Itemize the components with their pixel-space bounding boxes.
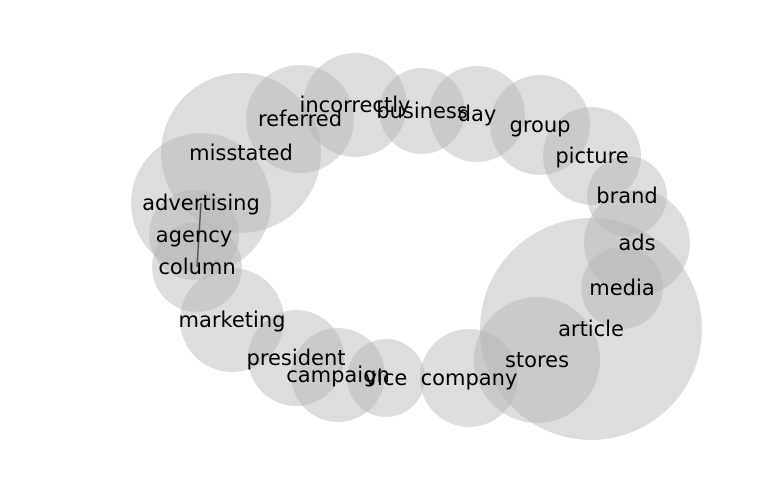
word-label-business: business: [376, 99, 468, 123]
bubble-ads: [584, 190, 690, 296]
bubble-referred: [246, 65, 354, 173]
word-label-agency: agency: [156, 223, 232, 247]
bubble-brand: [587, 156, 667, 236]
word-label-president: president: [247, 346, 346, 370]
word-label-media: media: [589, 276, 654, 300]
word-label-group: group: [510, 113, 571, 137]
bubbles-layer: [131, 53, 702, 440]
word-label-marketing: marketing: [179, 308, 286, 332]
edge-advertising-column: [196, 202, 202, 268]
word-label-picture: picture: [555, 144, 628, 168]
edges-layer: [196, 202, 202, 268]
bubble-article: [480, 218, 702, 440]
bubble-stores: [474, 297, 600, 423]
bubble-agency: [149, 190, 239, 280]
word-label-company: company: [421, 366, 518, 390]
bubble-campaign: [291, 328, 385, 422]
bubble-day: [429, 66, 525, 162]
word-label-column: column: [158, 255, 235, 279]
bubble-incorrectly: [303, 53, 407, 157]
word-label-brand: brand: [596, 184, 657, 208]
word-label-day: day: [458, 102, 497, 126]
bubble-business: [379, 68, 465, 154]
word-label-campaign: campaign: [286, 363, 390, 387]
word-label-vice: vice: [365, 366, 408, 390]
word-label-ads: ads: [618, 231, 655, 255]
bubble-misstated: [161, 73, 321, 233]
word-label-advertising: advertising: [142, 191, 260, 215]
bubble-company: [420, 329, 518, 427]
bubble-marketing: [180, 268, 284, 372]
word-label-referred: referred: [258, 107, 342, 131]
bubble-media: [581, 247, 663, 329]
word-label-stores: stores: [505, 348, 569, 372]
bubble-group: [490, 75, 590, 175]
word-label-misstated: misstated: [189, 141, 293, 165]
word-label-article: article: [558, 317, 624, 341]
bubble-picture: [543, 107, 641, 205]
word-label-incorrectly: incorrectly: [300, 93, 411, 117]
bubble-president: [248, 310, 344, 406]
bubble-vice: [347, 339, 425, 417]
